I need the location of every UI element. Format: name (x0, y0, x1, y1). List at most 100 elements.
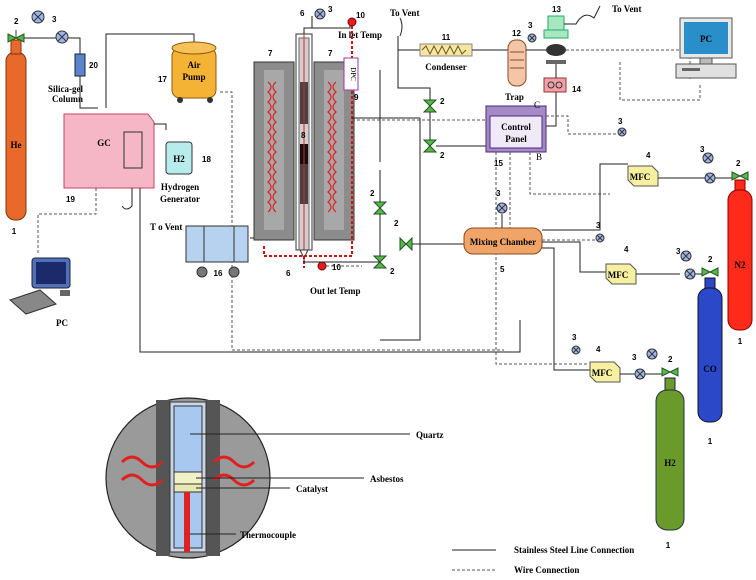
trap: 12 Trap (505, 29, 527, 102)
h2-gauge-2-num: 3 (632, 353, 637, 362)
reactor-num: 8 (301, 131, 306, 140)
h2-gen-num: 18 (202, 155, 211, 164)
mfc-co-gauge-num: 3 (596, 221, 601, 230)
condenser-num: 11 (442, 33, 451, 42)
pc-left: PC (9, 257, 71, 328)
mfc-co-label: MFC (608, 270, 629, 280)
silica-gel-label2: Column (52, 94, 83, 104)
pc-right: PC (675, 17, 737, 79)
n2-valve[interactable]: 2 (731, 159, 749, 181)
n2-cylinder[interactable]: N2 1 (727, 179, 753, 346)
legend-dashed-label: Wire Connection (514, 565, 579, 575)
condenser-label: Condenser (425, 62, 467, 72)
valve-mid-1-num: 2 (370, 189, 375, 198)
h2-gen-label: Hydrogen (161, 182, 199, 192)
gc-label: GC (97, 138, 111, 148)
reactor-gauge (314, 8, 326, 20)
valve-mid-2-num: 2 (394, 219, 399, 228)
mfc-n2: MFC 4 (627, 151, 659, 187)
asbestos-label: Asbestos (370, 474, 404, 484)
air-pump: Air Pump 17 (158, 41, 217, 103)
valve-upper[interactable]: 2 (422, 97, 445, 113)
catalyst-label: Catalyst (296, 484, 328, 494)
bath-num: 16 (214, 269, 223, 278)
control-panel: Control Panel 15 C B (485, 100, 547, 168)
mfc-n2-label: MFC (630, 172, 651, 182)
vent2-label: To Vent (612, 4, 641, 14)
control-panel-num: 15 (494, 159, 503, 168)
thermocouple-label: Thermocouple (240, 530, 296, 540)
co-gauge-1: 3 (676, 247, 692, 262)
mfc-h2-gauge-num: 3 (572, 333, 577, 342)
dpc-label: DPC (349, 67, 357, 81)
trap-num: 12 (512, 29, 521, 38)
inlet-temp-sensor (347, 17, 357, 27)
he-gauge-2 (55, 30, 69, 44)
h2-gauge-1 (646, 348, 658, 360)
silica-gel-label: Silica-gel (48, 84, 83, 94)
co-valve-num: 2 (708, 255, 713, 264)
h2-cylinder[interactable]: H2 1 (655, 377, 685, 550)
he-num: 1 (12, 227, 17, 236)
furnace-left-num: 7 (268, 49, 273, 58)
co-label: CO (703, 364, 717, 374)
h2-gen-box-label: H2 (173, 154, 185, 164)
h2-num: 1 (666, 541, 671, 550)
quartz-label: Quartz (416, 430, 444, 440)
he-cylinder: He 1 (5, 39, 27, 236)
outlet-temp-num: 10 (332, 263, 341, 272)
trap-gauge: 3 (527, 21, 537, 43)
he-gauge-1 (31, 10, 45, 24)
valve-mid-2[interactable]: 2 (394, 219, 413, 252)
air-pump-num: 17 (158, 75, 167, 84)
mfc-h2-label: MFC (592, 368, 613, 378)
pc-right-label: PC (700, 34, 712, 44)
reactor-tube: 8 6 (286, 33, 313, 278)
furnace: 7 7 (253, 49, 355, 241)
n2-gauge-1: 3 (700, 145, 714, 164)
valve-mid-3[interactable]: 2 (372, 255, 395, 276)
control-panel-label2: Panel (505, 134, 527, 144)
n2-label: N2 (735, 260, 746, 270)
reactor-gauge-num: 3 (328, 5, 333, 14)
vent1-label: To Vent (390, 8, 419, 18)
trap-label: Trap (505, 92, 524, 102)
mixing-gauge-num: 3 (496, 189, 501, 198)
dpc-num: 9 (354, 93, 359, 102)
n2-valve-num: 2 (736, 159, 741, 168)
mfc-n2-num: 4 (646, 151, 651, 160)
gc-num: 19 (66, 195, 75, 204)
co-gauge-2 (684, 268, 696, 280)
separator: 13 (543, 5, 569, 64)
hydrogen-generator: H2 18 Hydrogen Generator (160, 141, 211, 204)
gc-vent-label: T o Vent (150, 222, 182, 232)
control-panel-c: C (534, 100, 540, 110)
co-cylinder[interactable]: CO 1 (697, 277, 723, 446)
n2-gauge-2 (704, 172, 716, 184)
inlet-temp-num: 10 (356, 11, 365, 20)
h2-gauge-2: 3 (632, 353, 646, 380)
valve-lower[interactable]: 2 (422, 139, 445, 160)
he-label: He (11, 140, 22, 150)
mfc-h2-gauge: 3 (571, 333, 581, 355)
h2-valve-num: 2 (668, 355, 673, 364)
mfc-co: MFC 4 (605, 245, 637, 285)
outlet-temp-sensor (317, 261, 327, 271)
co-num: 1 (708, 437, 713, 446)
he-valve[interactable]: 2 (7, 17, 25, 43)
co-valve[interactable]: 2 (701, 255, 719, 277)
valve-mid-3-num: 2 (390, 267, 395, 276)
tube-top-num: 6 (300, 9, 305, 18)
mfc-h2-num: 4 (596, 345, 601, 354)
gc-unit: GC 19 (63, 113, 155, 204)
h2-gen-label2: Generator (160, 194, 200, 204)
mixing-chamber: Mixing Chamber 5 (463, 227, 543, 274)
h2-label: H2 (664, 458, 676, 468)
trap-gauge-num: 3 (528, 21, 533, 30)
valve-mid-1[interactable]: 2 (370, 189, 388, 215)
silica-gel-column: Silica-gel Column 20 (48, 53, 98, 104)
h2-valve[interactable]: 2 (661, 355, 679, 377)
separator-num: 13 (552, 5, 561, 14)
air-pump-label: Air (188, 60, 201, 70)
